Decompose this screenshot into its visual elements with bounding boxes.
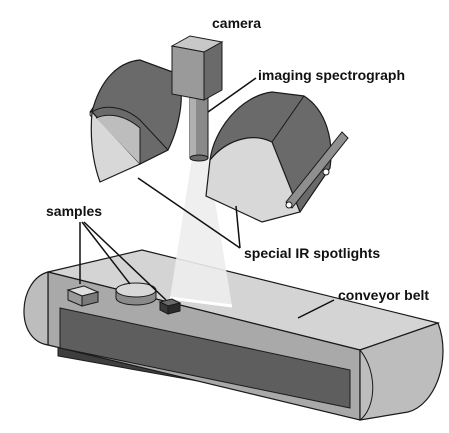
label-camera: camera (212, 15, 261, 31)
scan-line (169, 296, 233, 308)
leader-spectrograph (207, 77, 257, 113)
leader-sample-dark (83, 221, 167, 301)
left-spotlight-face (90, 110, 142, 183)
left-ir-spotlight (89, 59, 182, 183)
leader-belt (297, 299, 335, 319)
leader-lines (79, 77, 335, 319)
belt-right-roller-edge (359, 349, 374, 421)
leader-spotlight-right (235, 205, 241, 249)
label-belt: conveyor belt (338, 287, 429, 303)
samples-group (66, 282, 182, 315)
belt-left-roller (23, 271, 49, 346)
label-spectrograph: imaging spectrograph (258, 67, 405, 83)
right-spotlight-face (205, 137, 301, 223)
label-spotlights: special IR spotlights (244, 245, 380, 261)
camera-body (170, 35, 224, 101)
sample-cylinder (115, 282, 157, 306)
belt-right-roller (359, 322, 444, 421)
belt-surface (59, 307, 351, 409)
scan-light-beam (170, 158, 232, 306)
leader-spotlight-left (137, 177, 241, 249)
sample-block (66, 285, 100, 307)
conveyor-belt (23, 249, 444, 421)
label-samples: samples (46, 203, 102, 219)
right-ir-spotlight (205, 91, 349, 223)
sample-dark (158, 298, 182, 315)
camera-assembly (170, 35, 224, 162)
leader-sample-cylinder (81, 221, 131, 285)
